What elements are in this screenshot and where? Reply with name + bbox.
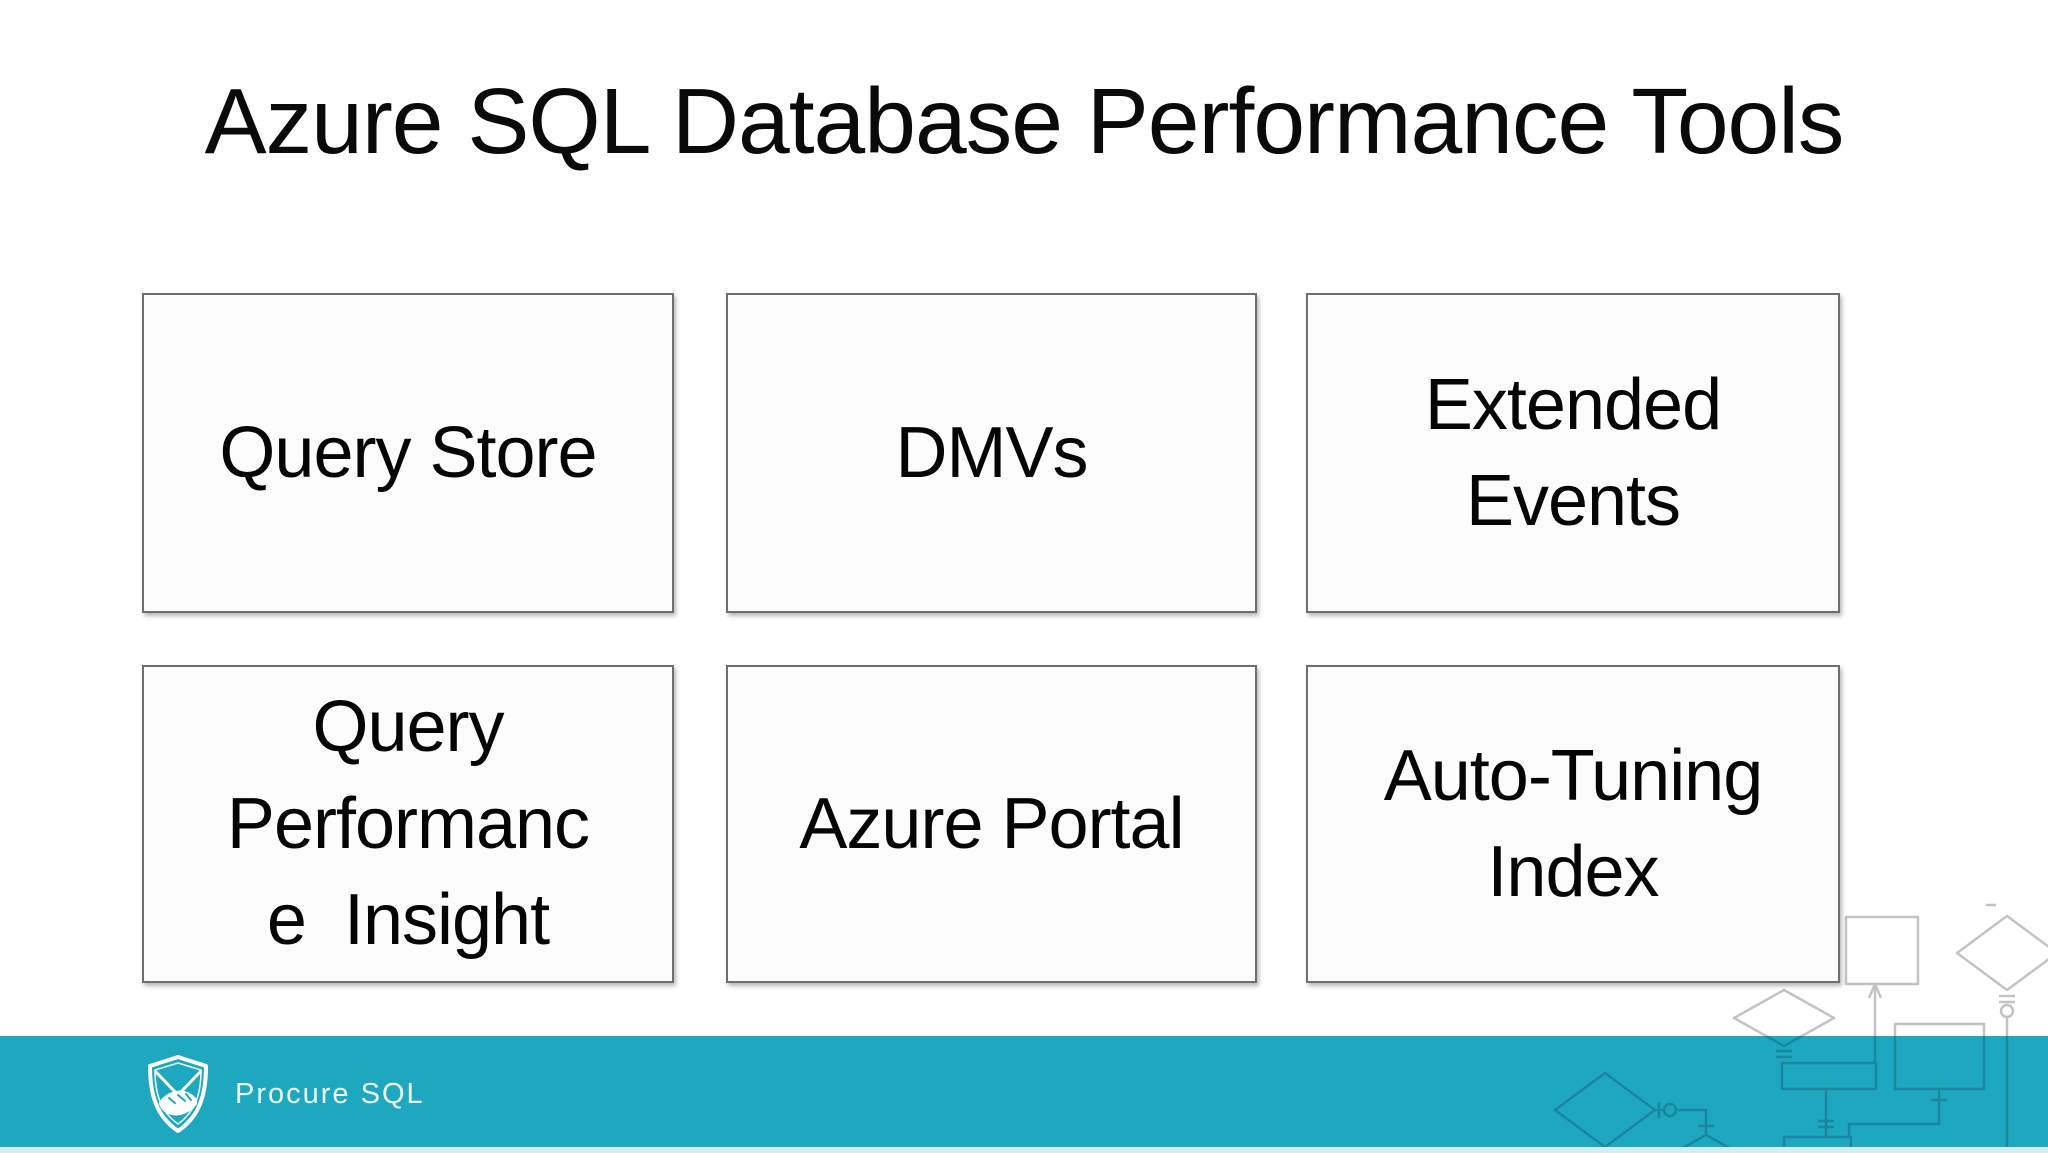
tool-box-azure-portal: Azure Portal — [726, 665, 1257, 983]
brand-name: Procure SQL — [235, 1077, 425, 1110]
shield-handshake-icon — [148, 1055, 208, 1133]
bottom-accent-strip — [0, 1147, 2048, 1153]
box-label: DMVs — [895, 412, 1089, 493]
box-label: Azure Portal — [799, 783, 1184, 864]
brand-logo: Procure SQL — [145, 1054, 425, 1134]
slide-title: Azure SQL Database Performance Tools — [204, 69, 1845, 173]
tool-box-extended-events: Extended Events — [1306, 293, 1840, 613]
tool-box-dmvs: DMVs — [726, 293, 1257, 613]
tool-box-query-store: Query Store — [142, 293, 674, 613]
box-label: Auto-Tuning Index — [1383, 735, 1764, 912]
box-label: Query Performanc e Insight — [226, 687, 590, 961]
tool-box-query-performance-insight: Query Performanc e Insight — [142, 665, 674, 983]
tool-box-auto-tuning-index: Auto-Tuning Index — [1306, 665, 1840, 983]
box-label: Query Store — [219, 412, 597, 493]
box-label: Extended Events — [1424, 364, 1722, 541]
